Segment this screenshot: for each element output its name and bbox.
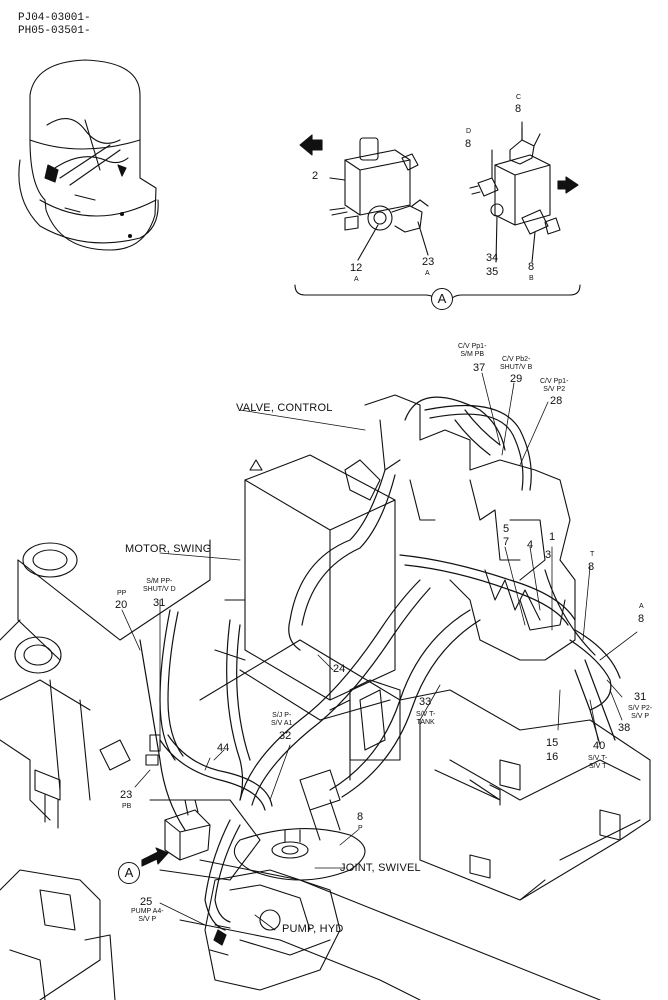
detail-a-circle: A	[431, 288, 453, 310]
callout-37-num: 37	[473, 362, 486, 374]
serial-range-1: PJ04-03001-	[18, 12, 91, 24]
callout-35: 35	[486, 266, 499, 278]
callout-28-desc: C/V Pp1- S/V P2	[540, 378, 569, 393]
machine-overview-illustration	[18, 59, 159, 251]
callout-16: 16	[546, 751, 559, 763]
callout-1: 1	[549, 531, 556, 543]
callout-40-desc: S/V T- S/V T	[588, 755, 608, 770]
callout-33-desc: S/V T- TANK	[416, 711, 436, 726]
callout-32-num: 32	[279, 730, 292, 742]
swivel-joint	[149, 769, 601, 1000]
callout-5: 5	[503, 523, 510, 535]
callout-32-desc: S/J P- S/V A1	[271, 712, 293, 727]
hydraulic-pump	[204, 869, 341, 991]
title-joint-swivel: JOINT, SWIVEL	[340, 862, 421, 874]
lower-deck	[199, 639, 651, 901]
callout-23a-letter: A	[425, 270, 430, 277]
callout-15: 15	[546, 737, 559, 749]
callout-c-num: 8	[515, 103, 522, 115]
callout-28-num: 28	[550, 395, 563, 407]
callout-d-letter: D	[466, 128, 472, 135]
serial-range-2: PH05-03501-	[18, 25, 91, 37]
callout-25-desc: PUMP A4- S/V P	[131, 908, 164, 923]
leader-lines	[121, 372, 638, 931]
title-motor-swing: MOTOR, SWING	[125, 543, 212, 555]
right-valve-drawing	[469, 127, 561, 235]
callout-20-desc: PP	[117, 590, 127, 597]
callout-29-desc: C/V Pb2- SHUT/V B	[500, 356, 533, 371]
control-valve-block	[344, 394, 576, 661]
title-pump-hyd: PUMP, HYD	[282, 923, 344, 935]
callout-4: 4	[527, 539, 534, 551]
view-a-marker: A	[118, 862, 140, 884]
callout-8b-letter: B	[529, 275, 534, 282]
callout-8a-num: 8	[638, 613, 645, 625]
callout-12-num: 12	[350, 262, 363, 274]
title-valve-control: VALVE, CONTROL	[236, 402, 333, 414]
callout-8b-num: 8	[528, 261, 535, 273]
frame-left	[0, 539, 211, 1000]
callout-33-num: 33	[419, 696, 432, 708]
callout-24: 24	[333, 663, 346, 675]
callout-31a-desc: S/M PP- SHUT/V D	[143, 578, 176, 593]
callout-37-desc: C/V Pp1- S/M PB	[458, 343, 487, 358]
shut-valve-assembly	[145, 734, 211, 861]
callout-8t-num: 8	[588, 561, 595, 573]
callout-31b-num: 31	[634, 691, 647, 703]
callout-25-num: 25	[140, 896, 153, 908]
callout-44: 44	[217, 742, 230, 754]
callout-d-num: 8	[465, 138, 472, 150]
callout-8p-letter: P	[358, 825, 363, 832]
callout-29-num: 29	[510, 373, 523, 385]
callout-34: 34	[486, 252, 499, 264]
callout-8t-letter: T	[590, 551, 595, 558]
callout-8p-num: 8	[357, 811, 364, 823]
callout-c-letter: C	[516, 94, 522, 101]
callout-item-2: 2	[312, 170, 319, 182]
callout-40-num: 40	[593, 740, 606, 752]
callout-38: 38	[618, 722, 631, 734]
callout-20-num: 20	[115, 599, 128, 611]
callout-31a-num: 31	[153, 597, 166, 609]
callout-31b-desc: S/V P2- S/V P	[628, 705, 653, 720]
callout-8a-letter: A	[639, 603, 644, 610]
tank-box	[214, 454, 396, 721]
callout-3: 3	[545, 549, 552, 561]
left-valve-drawing	[329, 137, 429, 233]
callout-12-letter: A	[354, 276, 359, 283]
callout-23pb-letter: PB	[122, 803, 132, 810]
callout-23pb-num: 23	[120, 789, 133, 801]
callout-7: 7	[503, 536, 510, 548]
hydraulic-hoses	[139, 396, 621, 931]
callout-23a-num: 23	[422, 256, 435, 268]
